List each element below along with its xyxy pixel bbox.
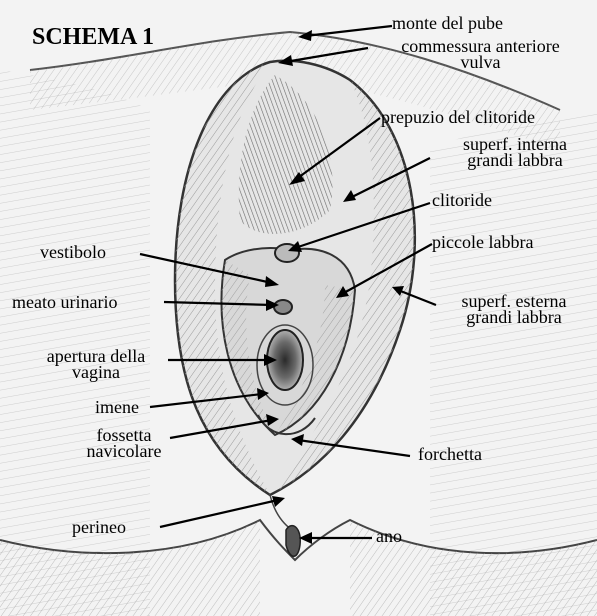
label-apertura-line2: vagina [24, 364, 168, 380]
label-ano: ano [376, 528, 402, 544]
label-fossetta-navicolare: fossetta navicolare [74, 427, 174, 459]
label-commessura-anteriore: commessura anteriore vulva [368, 38, 593, 70]
anus-shape [286, 526, 300, 557]
label-vestibolo: vestibolo [40, 244, 106, 260]
label-fossetta-line2: navicolare [74, 443, 174, 459]
diagram-title: SCHEMA 1 [32, 24, 154, 51]
label-perineo: perineo [72, 519, 126, 535]
label-meato-urinario: meato urinario [12, 294, 117, 310]
urethral-meatus-shape [274, 300, 292, 314]
label-monte-del-pube: monte del pube [392, 15, 503, 31]
label-forchetta: forchetta [418, 446, 482, 462]
label-piccole-labbra: piccole labbra [432, 234, 533, 250]
label-superf-interna: superf. interna grandi labbra [440, 136, 590, 168]
label-prepuzio: prepuzio del clitoride [381, 109, 535, 125]
label-superf-esterna-line2: grandi labbra [438, 309, 590, 325]
right-thigh-shading [430, 110, 597, 616]
label-apertura-vagina: apertura della vagina [24, 348, 168, 380]
label-commessura-line2: vulva [368, 54, 593, 70]
label-imene: imene [95, 399, 139, 415]
label-superf-esterna: superf. esterna grandi labbra [438, 293, 590, 325]
label-clitoride: clitoride [432, 192, 492, 208]
label-superf-interna-line2: grandi labbra [440, 152, 590, 168]
